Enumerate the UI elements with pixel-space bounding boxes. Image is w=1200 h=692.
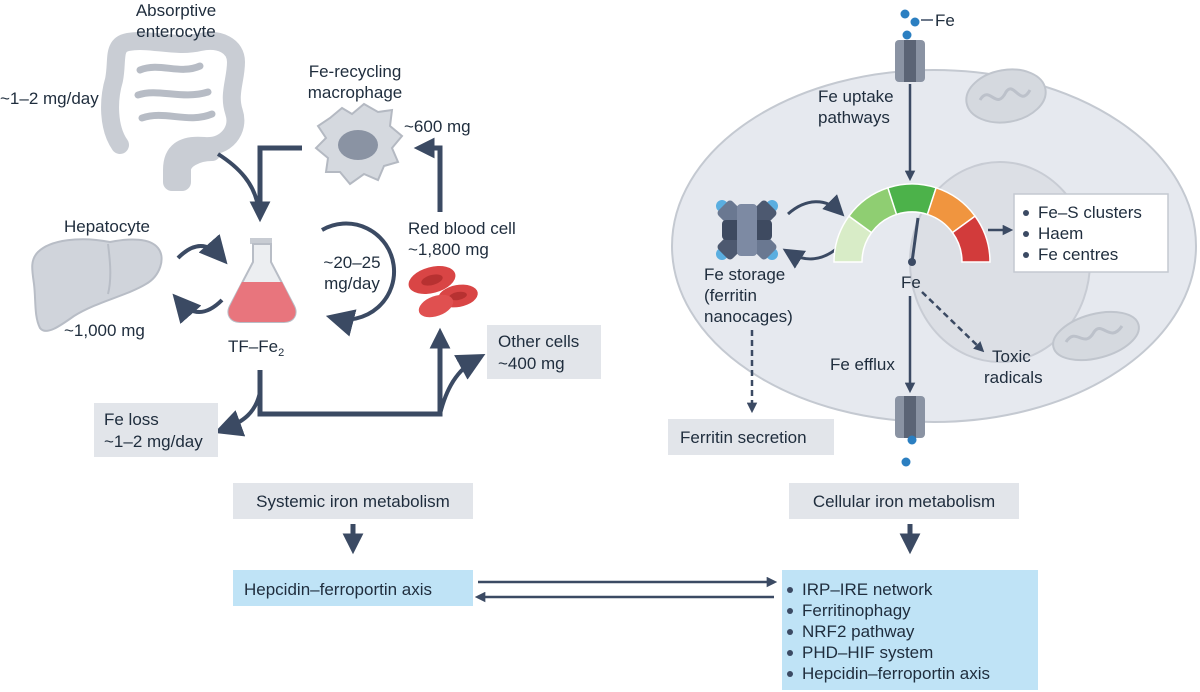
fe-atom-icon-3 <box>902 30 912 40</box>
enterocyte-amount: ~1–2 mg/day <box>0 89 99 108</box>
toxic-label: Toxic <box>992 347 1031 366</box>
list-item: IRP–IRE network <box>802 580 933 599</box>
enterocyte-label: Absorptive <box>136 1 216 20</box>
fe-atom-icon-5 <box>901 457 911 467</box>
systemic-section-label: Systemic iron metabolism <box>256 492 450 511</box>
hepcidin-box <box>233 570 473 606</box>
fe-atom-icon <box>900 9 910 19</box>
list-item: Haem <box>1038 224 1083 243</box>
enterocyte-label-2: enterocyte <box>136 22 215 41</box>
bullet-icon <box>787 587 793 593</box>
storage-label: Fe storage <box>704 265 785 284</box>
intestine-icon <box>101 32 245 191</box>
efflux-label: Fe efflux <box>830 355 895 374</box>
fe-loss-arrow <box>214 391 262 437</box>
intestine-to-flask-arrow <box>216 152 260 207</box>
outputs-box <box>1013 193 1169 273</box>
cellular-section-label: Cellular iron metabolism <box>813 492 995 511</box>
bullet-icon <box>1023 252 1029 258</box>
cellular-section-box <box>789 483 1019 519</box>
cycle-unit: mg/day <box>324 274 380 293</box>
rbc-label: Red blood cell <box>408 219 516 238</box>
flask-icon <box>227 238 297 323</box>
toxic-label-2: radicals <box>984 368 1043 387</box>
gauge-needle <box>910 217 920 263</box>
ferritin-icon <box>716 200 778 260</box>
liver-to-flask-arrow <box>176 234 228 265</box>
macrophage-amount: ~600 mg <box>404 117 471 136</box>
fe-into-storage-arrow <box>787 194 845 217</box>
bullet-icon <box>787 608 793 614</box>
list-item: Ferritinophagy <box>802 601 911 620</box>
cellular-regulation-box <box>782 570 1038 690</box>
cycle-amount: ~20–25 <box>323 253 380 272</box>
ferritin-secretion-box <box>668 419 834 455</box>
uptake-transporter-icon <box>895 40 925 82</box>
list-item: NRF2 pathway <box>802 622 915 641</box>
hepcidin-label: Hepcidin–ferroportin axis <box>244 580 432 599</box>
storage-label-3: nanocages) <box>704 307 793 326</box>
mitochondrion-icon <box>965 68 1047 124</box>
list-item: PHD–HIF system <box>802 643 933 662</box>
hepatocyte-label: Hepatocyte <box>64 217 150 236</box>
rbc-to-macrophage-arrow <box>413 137 443 212</box>
rbc-icon <box>408 265 478 318</box>
list-item: Fe centres <box>1038 245 1118 264</box>
other-cells-box <box>487 325 601 379</box>
bullet-icon <box>1023 210 1029 216</box>
fe-loss-label: Fe loss <box>104 410 159 429</box>
gauge-segment <box>951 215 991 263</box>
fe-atom-icon-2 <box>910 17 920 27</box>
bullet-icon <box>787 650 793 656</box>
storage-label-2: (ferritin <box>704 286 757 305</box>
uptake-label-2: pathways <box>818 108 890 127</box>
gauge-pivot <box>908 258 916 266</box>
fe-atom-icon-4 <box>907 435 917 445</box>
transferrin-label: TF–Fe2 <box>228 337 284 359</box>
macrophage-label: Fe-recycling <box>309 62 402 81</box>
ferritin-secretion-label: Ferritin secretion <box>680 428 807 447</box>
macrophage-to-flask-arrow <box>249 145 302 223</box>
liver-icon <box>31 238 163 332</box>
fe-top-label: Fe <box>935 11 955 30</box>
iron-gauge <box>833 183 991 263</box>
rbc-amount: ~1,800 mg <box>408 240 489 259</box>
list-item: Hepcidin–ferroportin axis <box>802 664 990 683</box>
fe-center-label: Fe <box>901 273 921 292</box>
other-cells-label: Other cells <box>498 332 579 351</box>
bullet-icon <box>787 671 793 677</box>
flask-to-rbc-arrow <box>257 327 451 417</box>
fe-loss-box <box>94 403 218 457</box>
bullet-icon <box>787 629 793 635</box>
mitochondrion-icon-2 <box>1052 310 1140 362</box>
hepatocyte-amount: ~1,000 mg <box>64 321 145 340</box>
other-cells-amount: ~400 mg <box>498 354 565 373</box>
to-other-cells-arrow <box>438 353 486 415</box>
fe-loss-amount: ~1–2 mg/day <box>104 432 203 451</box>
efflux-transporter-icon <box>895 396 925 438</box>
toxic-radicals-arrow <box>921 291 985 353</box>
uptake-label: Fe uptake <box>818 87 894 106</box>
macrophage-icon <box>314 102 404 186</box>
bullet-icon <box>1023 231 1029 237</box>
list-item: Fe–S clusters <box>1038 203 1142 222</box>
systemic-section-box <box>233 483 473 519</box>
macrophage-label-2: macrophage <box>308 83 403 102</box>
flask-to-liver-arrow <box>172 293 224 324</box>
daily-cycle-arrow <box>321 221 397 337</box>
